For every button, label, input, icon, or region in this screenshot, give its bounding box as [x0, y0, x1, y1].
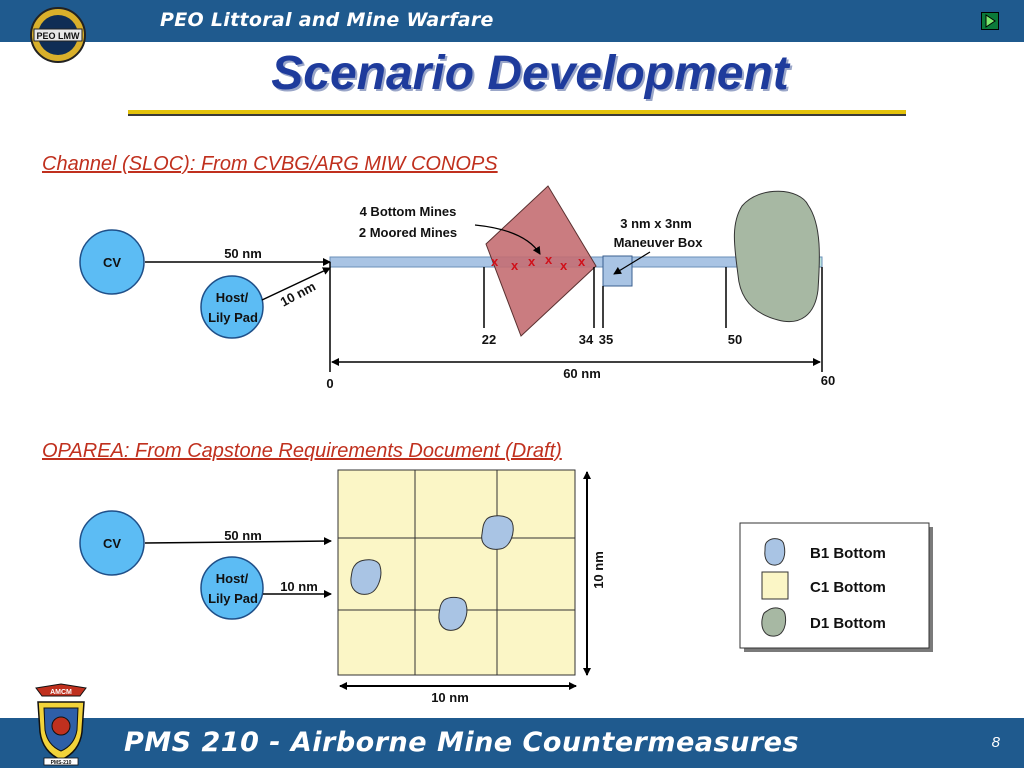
amcm-emblem: AMCM PMS-210 — [35, 683, 87, 766]
cv-label: CV — [103, 255, 121, 270]
mine-marks: x x x x x x — [491, 252, 586, 273]
mine-mark: x — [560, 258, 568, 273]
mine-mark: x — [545, 252, 553, 267]
page-number: 8 — [991, 734, 1000, 751]
title-underline — [128, 110, 906, 116]
height-label: 10 nm — [591, 551, 606, 589]
width-label: 10 nm — [431, 690, 469, 705]
tick-label-34: 34 — [579, 332, 594, 347]
host-node — [200, 275, 264, 339]
mine-mark: x — [528, 254, 536, 269]
mine-mark: x — [491, 254, 499, 269]
c1-swatch — [761, 571, 789, 600]
badge-bottom-text: PMS-210 — [51, 760, 72, 766]
end-blob — [733, 190, 820, 323]
play-icon — [985, 14, 996, 28]
host-label-1: Host/ — [216, 571, 249, 586]
host-distance: 10 nm — [280, 579, 318, 594]
minefield-area — [485, 185, 597, 337]
box-label-1: 3 nm x 3nm — [620, 216, 692, 231]
tick-label-22: 22 — [482, 332, 496, 347]
legend-label-c1: C1 Bottom — [810, 579, 886, 596]
oparea-section-title: OPAREA: From Capstone Requirements Docum… — [42, 440, 562, 462]
tick-label-35: 35 — [599, 332, 613, 347]
box-pointer — [613, 251, 651, 275]
cv-label: CV — [103, 536, 121, 551]
cv-node — [79, 510, 145, 576]
box-label-2: Maneuver Box — [614, 235, 704, 250]
peo-lmw-logo: PEO LMW — [30, 7, 86, 63]
b1-swatch — [764, 538, 786, 566]
mine-mark: x — [511, 258, 519, 273]
mine-mark: x — [578, 254, 586, 269]
mines-label-1: 4 Bottom Mines — [360, 204, 457, 219]
badge-top-text: AMCM — [50, 689, 72, 696]
host-label-2: Lily Pad — [208, 310, 258, 325]
mines-pointer — [474, 224, 541, 255]
host-label-1: Host/ — [216, 290, 249, 305]
org-title: PEO Littoral and Mine Warfare — [160, 9, 494, 31]
end-label: 60 — [821, 373, 835, 388]
channel-section-title: Channel (SLOC): From CVBG/ARG MIW CONOPS — [42, 153, 498, 175]
mines-label-2: 2 Moored Mines — [359, 225, 457, 240]
footer-bar: PMS 210 - Airborne Mine Countermeasures … — [0, 718, 1024, 768]
cv-arrow — [144, 537, 332, 546]
start-label: 0 — [326, 376, 333, 391]
b1-blob — [481, 515, 514, 550]
cv-distance: 50 nm — [224, 246, 262, 261]
d1-swatch — [761, 607, 787, 637]
host-node — [200, 556, 264, 620]
cv-distance: 50 nm — [224, 528, 262, 543]
b1-blob — [350, 559, 382, 595]
cv-node — [79, 229, 145, 295]
page-title: Scenario Development — [271, 47, 789, 100]
tick-label-50: 50 — [728, 332, 742, 347]
header-bar: PEO Littoral and Mine Warfare — [0, 0, 1024, 42]
legend-label-d1: D1 Bottom — [810, 615, 886, 632]
host-arrow — [261, 267, 331, 301]
footer-title: PMS 210 - Airborne Mine Countermeasures — [124, 727, 800, 758]
legend-label-b1: B1 Bottom — [810, 545, 886, 562]
next-slide-button[interactable] — [981, 12, 999, 30]
b1-blob — [438, 596, 468, 631]
logo-text: PEO LMW — [37, 31, 81, 41]
host-label-2: Lily Pad — [208, 591, 258, 606]
total-distance: 60 nm — [563, 366, 601, 381]
